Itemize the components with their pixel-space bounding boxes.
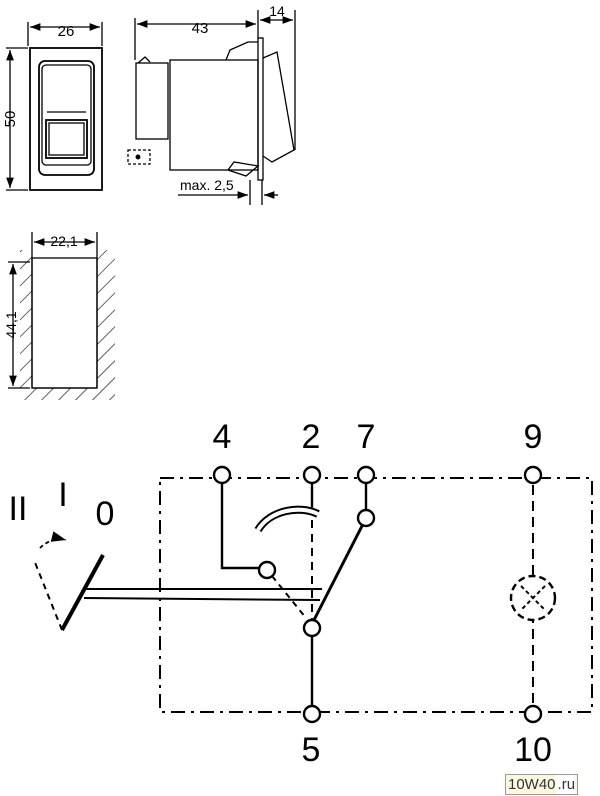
- watermark-main: 10W40: [508, 776, 556, 793]
- position-label-0: 0: [96, 495, 115, 533]
- dim-front-height: 50: [2, 111, 19, 128]
- dim-cutout-width: 22,1: [50, 233, 77, 249]
- terminal-10: [523, 704, 543, 724]
- terminal-5: [302, 704, 322, 724]
- dim-panel-thickness: max. 2,5: [180, 177, 234, 193]
- front-view: [6, 22, 103, 191]
- lamp-icon: [509, 574, 557, 622]
- dim-side-depth: 43: [192, 20, 209, 37]
- position-label-I: I: [58, 476, 67, 514]
- terminal-2: [302, 465, 322, 485]
- circuit-schematic: [33, 465, 593, 724]
- terminal-label-2: 2: [302, 418, 321, 456]
- terminal-9: [523, 465, 543, 485]
- dim-cutout-height: 44,1: [3, 311, 19, 338]
- terminal-label-7: 7: [357, 418, 376, 456]
- terminal-4: [212, 465, 232, 485]
- watermark-suffix: .ru: [555, 775, 576, 794]
- dim-front-width: 26: [58, 23, 75, 40]
- terminal-label-5: 5: [302, 731, 321, 769]
- dim-side-rocker: 14: [269, 3, 285, 19]
- watermark: 10W40.ru: [505, 774, 579, 795]
- side-view: [127, 10, 296, 205]
- terminal-label-10: 10: [514, 731, 552, 769]
- terminal-label-9: 9: [524, 418, 543, 456]
- panel-cutout: [8, 232, 115, 400]
- terminal-7: [356, 465, 376, 485]
- terminal-label-4: 4: [213, 418, 232, 456]
- position-label-II: II: [9, 490, 28, 528]
